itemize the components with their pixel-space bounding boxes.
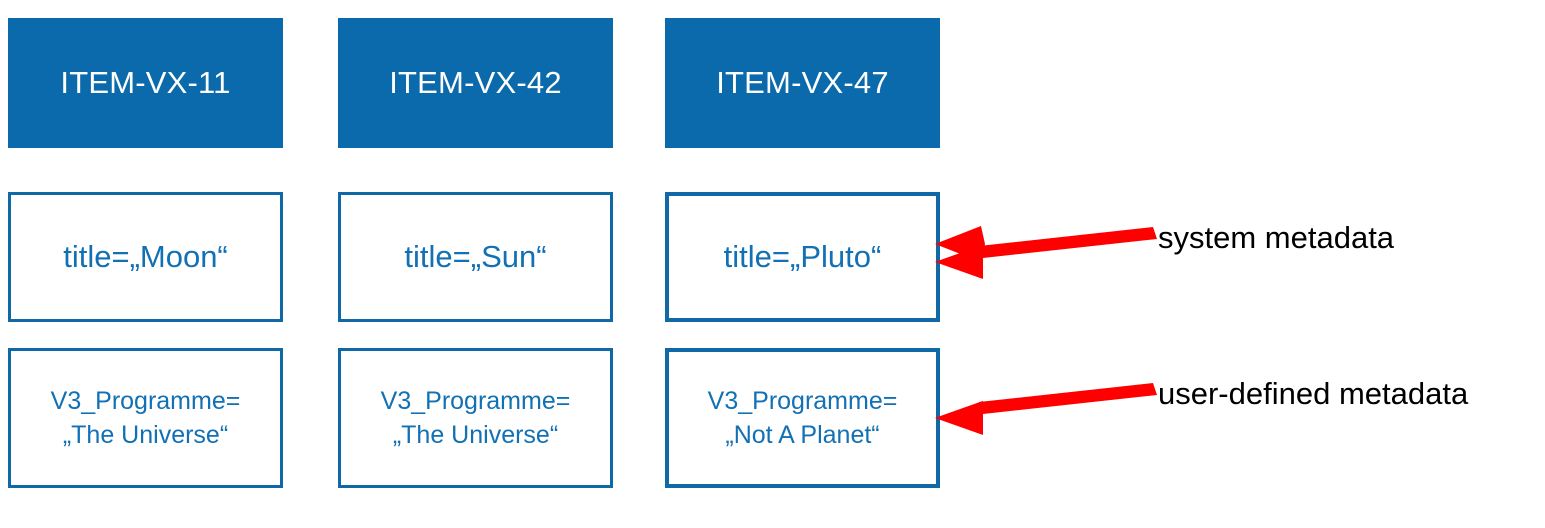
system-metadata-box-3[interactable]: title=„Pluto“ (665, 192, 940, 322)
user-defined-metadata-arrow-icon (935, 383, 1157, 435)
item-header-label-3: ITEM-VX-47 (716, 64, 889, 100)
system-metadata-annotation-label: system metadata (1158, 220, 1395, 255)
system-metadata-label-2: title=„Sun“ (404, 239, 547, 275)
user-metadata-box-3[interactable]: V3_Programme= „Not A Planet“ (665, 348, 940, 488)
user-metadata-key-3: V3_Programme= (707, 386, 898, 415)
user-metadata-value-3: „Not A Planet“ (725, 421, 880, 449)
system-metadata-box-1[interactable]: title=„Moon“ (8, 192, 283, 322)
item-header-label-2: ITEM-VX-42 (389, 64, 562, 100)
user-metadata-box-2[interactable]: V3_Programme= „The Universe“ (338, 348, 613, 488)
item-header-box-3[interactable]: ITEM-VX-47 (665, 18, 940, 148)
system-metadata-box-2[interactable]: title=„Sun“ (338, 192, 613, 322)
user-metadata-key-1: V3_Programme= (50, 386, 241, 415)
user-metadata-box-1[interactable]: V3_Programme= „The Universe“ (8, 348, 283, 488)
user-metadata-key-2: V3_Programme= (380, 386, 571, 415)
system-metadata-label-1: title=„Moon“ (63, 239, 228, 275)
item-header-label-1: ITEM-VX-11 (60, 64, 231, 100)
item-header-box-2[interactable]: ITEM-VX-42 (338, 18, 613, 148)
item-header-box-1[interactable]: ITEM-VX-11 (8, 18, 283, 148)
user-metadata-value-2: „The Universe“ (392, 421, 559, 449)
user-metadata-value-1: „The Universe“ (62, 421, 229, 449)
system-metadata-arrow-icon (935, 226, 1157, 279)
system-metadata-label-3: title=„Pluto“ (723, 239, 882, 275)
user-defined-metadata-annotation-label: user-defined metadata (1158, 376, 1469, 411)
